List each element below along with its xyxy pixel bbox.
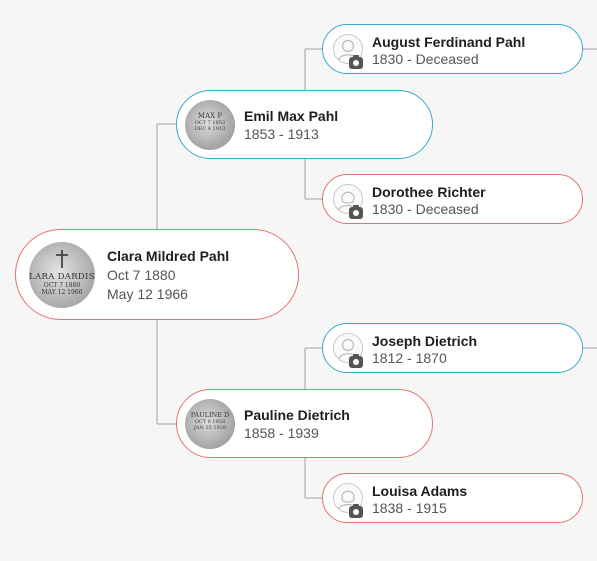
person-card-paternal-grandmother[interactable]: Dorothee Richter 1830 - Deceased <box>322 174 583 224</box>
mother-photo: PAULINE D OCT 8 1858 JAN 25 1939 <box>185 399 235 449</box>
paternal-grandfather-dates: 1830 - Deceased <box>372 51 479 67</box>
person-card-father[interactable]: MAX P OCT 7 1853 DEC 4 1913 Emil Max Pah… <box>176 90 433 159</box>
camera-icon[interactable] <box>349 504 363 518</box>
person-card-paternal-grandfather[interactable]: August Ferdinand Pahl 1830 - Deceased <box>322 24 583 74</box>
father-photo: MAX P OCT 7 1853 DEC 4 1913 <box>185 100 235 150</box>
maternal-grandfather-name: Joseph Dietrich <box>372 333 478 349</box>
root-death-date: May 12 1966 <box>107 286 188 302</box>
person-card-root[interactable]: LARA DARDIS OCT 7 1880 MAY 12 1966 Clara… <box>15 229 299 320</box>
paternal-grandfather-name: August Ferdinand Pahl <box>372 34 526 50</box>
paternal-grandmother-dates: 1830 - Deceased <box>372 201 479 217</box>
person-silhouette-icon <box>333 34 363 64</box>
person-card-maternal-grandfather[interactable]: Joseph Dietrich 1812 - 1870 <box>322 323 583 373</box>
person-card-maternal-grandmother[interactable]: Louisa Adams 1838 - 1915 <box>322 473 583 523</box>
maternal-grandfather-dates: 1812 - 1870 <box>372 350 447 366</box>
camera-icon[interactable] <box>349 354 363 368</box>
paternal-grandmother-name: Dorothee Richter <box>372 184 486 200</box>
root-birth-date: Oct 7 1880 <box>107 267 176 283</box>
father-name: Emil Max Pahl <box>244 108 339 124</box>
root-photo: LARA DARDIS OCT 7 1880 MAY 12 1966 <box>29 242 95 308</box>
maternal-grandmother-name: Louisa Adams <box>372 483 468 499</box>
mother-dates: 1858 - 1939 <box>244 425 319 441</box>
person-card-mother[interactable]: PAULINE D OCT 8 1858 JAN 25 1939 Pauline… <box>176 389 433 458</box>
father-dates: 1853 - 1913 <box>244 126 319 142</box>
person-silhouette-icon <box>333 184 363 214</box>
camera-icon[interactable] <box>349 205 363 219</box>
camera-icon[interactable] <box>349 55 363 69</box>
headstone-cross-icon <box>56 250 68 268</box>
root-name: Clara Mildred Pahl <box>107 248 230 264</box>
maternal-grandmother-dates: 1838 - 1915 <box>372 500 447 516</box>
mother-name: Pauline Dietrich <box>244 407 350 423</box>
